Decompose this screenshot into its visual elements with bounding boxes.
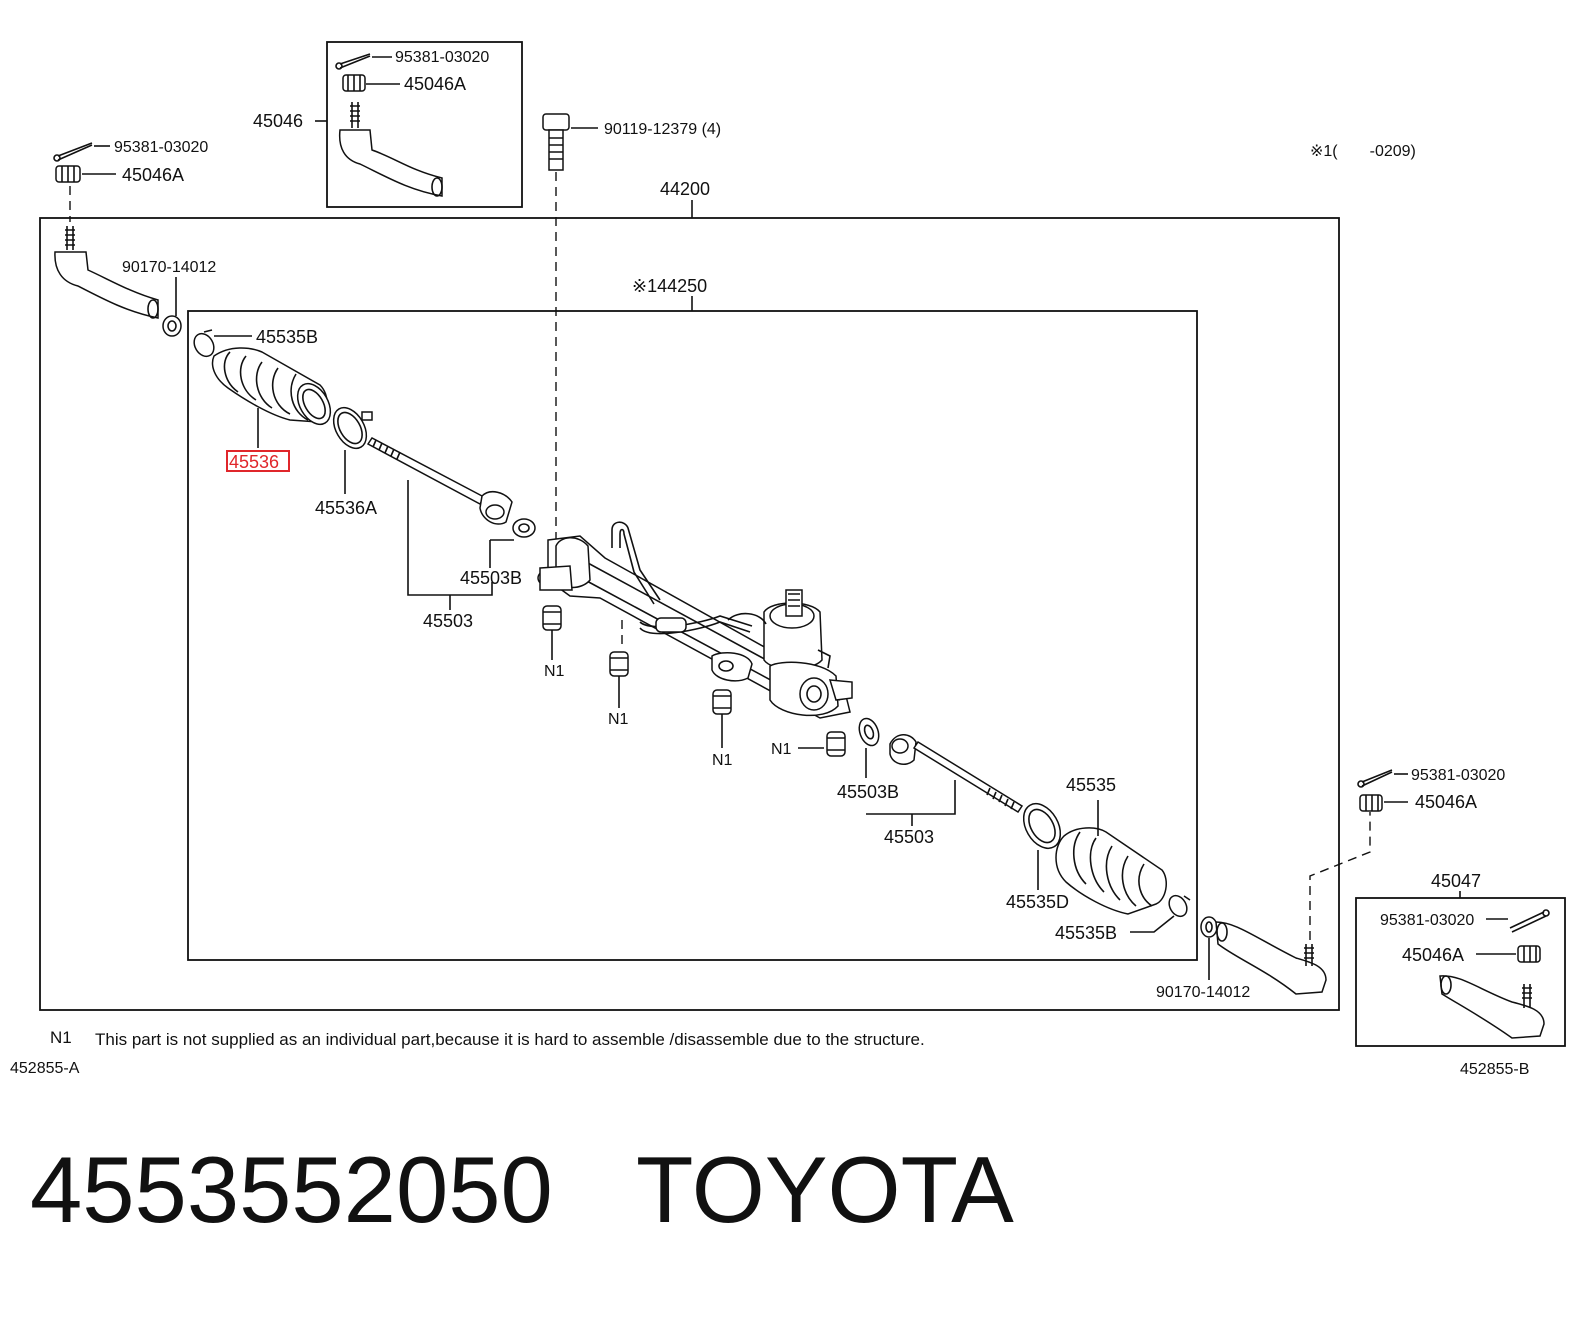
castle-nut-icon [55, 165, 81, 183]
cotter-pin-icon [335, 53, 371, 70]
label-45535D[interactable]: 45535D [1006, 892, 1069, 912]
highlight-box [226, 450, 290, 472]
label-n1-d: N1 [771, 741, 792, 758]
castle-nut-icon [1359, 794, 1383, 812]
footnote-key: N1 [50, 1028, 72, 1047]
label-90170-left[interactable]: 90170-14012 [122, 259, 216, 276]
caption-brand: TOYOTA [636, 1137, 1014, 1242]
label-45046A-topbox[interactable]: 45046A [404, 74, 466, 94]
tie-rod-end-icon [1215, 921, 1327, 995]
label-45503-right[interactable]: 45503 [884, 827, 934, 847]
label-range: ※1( -0209) [1310, 143, 1416, 160]
steering-rack-boot-icon [1055, 827, 1168, 915]
label-45536[interactable]: 45536 [229, 452, 279, 472]
inner-tie-rod-icon [889, 734, 1024, 814]
label-45046A-right[interactable]: 45046A [1415, 792, 1477, 812]
steering-gear-housing-icon [537, 521, 853, 719]
label-45046A-rightbox[interactable]: 45046A [1402, 945, 1464, 965]
mount-bushing-icon [542, 605, 562, 631]
label-n1-a: N1 [544, 663, 565, 680]
diagram-ref-b: 452855-B [1460, 1061, 1529, 1078]
tie-rod-end-box-45046 [326, 41, 523, 208]
castle-nut-icon [1517, 945, 1541, 963]
label-45503B-left[interactable]: 45503B [460, 568, 522, 588]
boot-clamp-icon [1168, 894, 1191, 918]
label-45535B-left[interactable]: 45535B [256, 327, 318, 347]
tie-rod-end-icon [1439, 975, 1545, 1039]
label-44200[interactable]: 44200 [660, 179, 710, 199]
lock-washer-icon [512, 518, 536, 538]
label-95381-topbox[interactable]: 95381-03020 [395, 49, 489, 66]
castle-nut-icon [342, 74, 366, 92]
tie-rod-end-icon [54, 226, 159, 319]
label-45046A-left[interactable]: 45046A [122, 165, 184, 185]
label-45535[interactable]: 45535 [1066, 775, 1116, 795]
cotter-pin-icon [1357, 769, 1393, 788]
label-45535B-right[interactable]: 45535B [1055, 923, 1117, 943]
caption-part-number: 4553552050 [30, 1137, 553, 1242]
cotter-pin-icon [1509, 909, 1550, 933]
tie-rod-end-icon [338, 102, 443, 197]
label-n1-c: N1 [712, 752, 733, 769]
label-95381-rightbox[interactable]: 95381-03020 [1380, 912, 1474, 929]
mounting-bolt-icon [542, 113, 570, 171]
footnote-text: This part is not supplied as an individu… [95, 1030, 925, 1049]
cotter-pin-icon [53, 142, 93, 162]
lock-washer-icon [858, 717, 880, 747]
boot-clamp-icon [332, 406, 373, 450]
label-45503B-right[interactable]: 45503B [837, 782, 899, 802]
boot-clamp-icon [1022, 802, 1062, 850]
mount-bushing-icon [609, 651, 629, 677]
label-45046[interactable]: 45046 [253, 111, 303, 131]
label-45536A[interactable]: 45536A [315, 498, 377, 518]
steering-rack-boot-icon [211, 347, 332, 426]
diagram-ref-a: 452855-A [10, 1060, 80, 1077]
label-90119[interactable]: 90119-12379 (4) [604, 121, 721, 138]
boot-clamp-icon [193, 329, 215, 358]
label-144250[interactable]: ※144250 [632, 276, 707, 296]
inner-tie-rod-icon [366, 437, 513, 525]
mount-bushing-icon [712, 689, 732, 715]
lock-nut-icon [1200, 916, 1218, 938]
label-95381-right[interactable]: 95381-03020 [1411, 767, 1505, 784]
label-95381-left[interactable]: 95381-03020 [114, 139, 208, 156]
label-45047[interactable]: 45047 [1431, 871, 1481, 891]
lock-nut-icon [162, 315, 182, 337]
assembly-box-44200 [39, 217, 1340, 1011]
label-45503-left[interactable]: 45503 [423, 611, 473, 631]
mount-bushing-icon [826, 731, 846, 757]
label-90170-right[interactable]: 90170-14012 [1156, 984, 1250, 1001]
label-n1-b: N1 [608, 711, 629, 728]
